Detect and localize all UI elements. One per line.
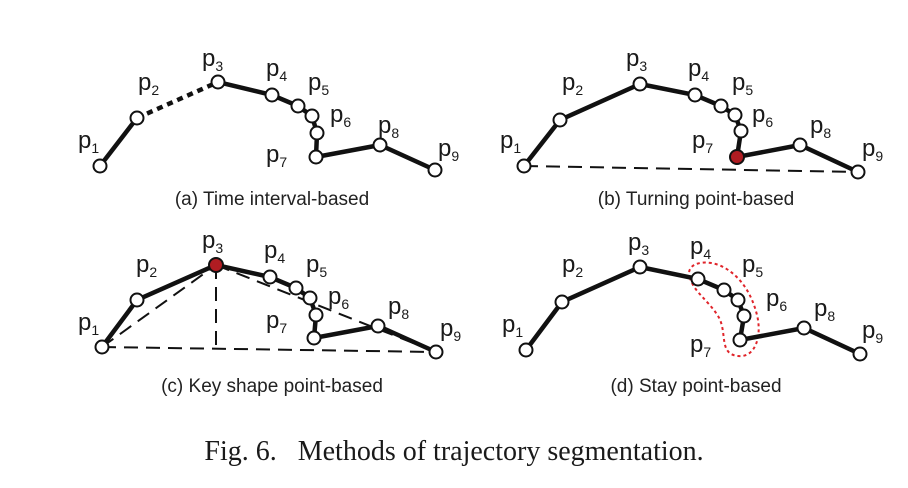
key-shape-point-c-p3 — [208, 257, 224, 273]
trajectory-c — [100, 262, 437, 355]
caption-a: (a) Time interval-based — [175, 189, 369, 210]
label-d-p4: p4 — [690, 233, 711, 262]
trajectory-b — [522, 81, 859, 175]
label-d-p2: p2 — [562, 251, 583, 280]
label-c-p9: p9 — [440, 315, 461, 344]
node-a-p9 — [427, 162, 443, 178]
trajectory-segmentation-figure: p1 p2 p3 p4 p5 p6 p7 p8 p9 (a) Time inte… — [78, 45, 883, 397]
figure-caption: Fig. 6. Methods of trajectory segmentati… — [0, 436, 908, 468]
figure-number: Fig. 6. — [204, 436, 277, 467]
label-c-p8: p8 — [388, 293, 409, 322]
panel-d: p1 p2 p3 p4 p5 p6 p7 p8 p9 (d) Stay poin… — [502, 229, 883, 397]
node-c-p7 — [306, 330, 322, 346]
node-c-p8 — [370, 318, 386, 334]
node-a-p1 — [92, 158, 108, 174]
node-d-p6 — [736, 308, 752, 324]
label-a-p6: p6 — [330, 101, 351, 130]
label-d-p6: p6 — [766, 285, 787, 314]
node-a-p6 — [309, 125, 325, 141]
label-c-p5: p5 — [306, 251, 327, 280]
label-a-p3: p3 — [202, 45, 223, 74]
label-a-p2: p2 — [138, 69, 159, 98]
node-c-p1 — [94, 339, 110, 355]
node-d-p9 — [852, 346, 868, 362]
caption-c: (c) Key shape point-based — [161, 376, 383, 397]
node-b-p5b — [727, 107, 743, 123]
label-d-p1: p1 — [502, 311, 523, 340]
label-d-p8: p8 — [814, 295, 835, 324]
label-d-p3: p3 — [628, 229, 649, 258]
node-c-p5b — [302, 290, 318, 306]
node-d-p2 — [554, 294, 570, 310]
node-d-p4 — [690, 271, 706, 287]
label-d-p7: p7 — [690, 331, 711, 360]
node-d-p1 — [518, 342, 534, 358]
node-d-p7 — [732, 332, 748, 348]
node-a-p7 — [308, 149, 324, 165]
label-c-p6: p6 — [328, 283, 349, 312]
label-b-p5: p5 — [732, 69, 753, 98]
node-a-p8 — [372, 137, 388, 153]
node-a-p2 — [129, 110, 145, 126]
label-d-p9: p9 — [862, 317, 883, 346]
label-a-p4: p4 — [266, 55, 287, 84]
node-b-p5 — [713, 98, 729, 114]
stay-region-outline — [688, 261, 760, 358]
label-b-p3: p3 — [626, 45, 647, 74]
dash-c-p1-p3 — [101, 264, 217, 348]
node-d-p3 — [632, 259, 648, 275]
node-d-p5b — [730, 292, 746, 308]
node-b-p8 — [792, 137, 808, 153]
label-c-p1: p1 — [78, 309, 99, 338]
label-b-p7: p7 — [692, 127, 713, 156]
node-c-p9 — [428, 344, 444, 360]
figure-title: Methods of trajectory segmentation. — [297, 436, 704, 467]
dash-c-p3-p9 — [215, 264, 437, 353]
turning-point-b-p7 — [729, 149, 745, 165]
label-b-p1: p1 — [500, 127, 521, 156]
label-a-p5: p5 — [308, 69, 329, 98]
node-c-p5 — [288, 280, 304, 296]
trajectory-d — [524, 264, 861, 357]
node-d-p8 — [796, 320, 812, 336]
panel-b: p1 p2 p3 p4 p5 p6 p7 p8 p9 (b) Turning p… — [500, 45, 883, 210]
gap-a-p2-p3 — [136, 79, 219, 121]
label-d-p5: p5 — [742, 251, 763, 280]
label-c-p3: p3 — [202, 227, 223, 256]
node-b-p1 — [516, 158, 532, 174]
segment-a-p1-p2 — [98, 116, 139, 168]
node-b-p2 — [552, 112, 568, 128]
label-b-p9: p9 — [862, 135, 883, 164]
label-c-p2: p2 — [136, 251, 157, 280]
label-b-p4: p4 — [688, 55, 709, 84]
node-b-p9 — [850, 164, 866, 180]
caption-b: (b) Turning point-based — [598, 189, 794, 210]
label-c-p4: p4 — [264, 237, 285, 266]
chord-c-p1-p9 — [101, 346, 437, 353]
node-a-p4 — [264, 87, 280, 103]
node-b-p6 — [733, 123, 749, 139]
label-a-p1: p1 — [78, 127, 99, 156]
node-c-p4 — [262, 269, 278, 285]
node-a-p5b — [304, 108, 320, 124]
panel-a: p1 p2 p3 p4 p5 p6 p7 p8 p9 (a) Time inte… — [78, 45, 459, 210]
label-a-p8: p8 — [378, 112, 399, 141]
label-c-p7: p7 — [266, 307, 287, 336]
node-c-p6 — [308, 307, 324, 323]
node-b-p3 — [632, 76, 648, 92]
label-a-p7: p7 — [266, 141, 287, 170]
label-b-p6: p6 — [752, 101, 773, 130]
node-b-p4 — [687, 87, 703, 103]
label-b-p2: p2 — [562, 69, 583, 98]
node-c-p2 — [129, 292, 145, 308]
label-a-p9: p9 — [438, 135, 459, 164]
node-a-p5 — [290, 98, 306, 114]
chord-b-p1-p9 — [523, 165, 859, 173]
label-b-p8: p8 — [810, 112, 831, 141]
node-d-p5 — [716, 282, 732, 298]
panel-c: p1 p2 p3 p4 p5 p6 p7 p8 p9 (c) Key shape… — [78, 227, 461, 397]
caption-d: (d) Stay point-based — [610, 376, 781, 397]
node-a-p3 — [210, 74, 226, 90]
